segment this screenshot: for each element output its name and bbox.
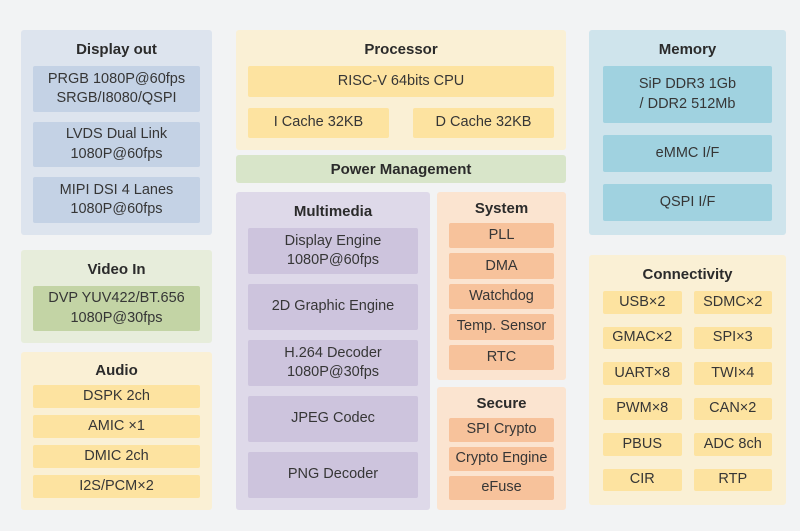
panel-secure: Secure SPI Crypto Crypto Engine eFuse xyxy=(437,387,566,510)
system-item-temp-sensor: Temp. Sensor xyxy=(449,314,554,340)
multimedia-item-jpeg: JPEG Codec xyxy=(248,396,418,442)
connectivity-item-twi: TWI×4 xyxy=(693,362,772,385)
connectivity-item-cir: CIR xyxy=(603,468,682,491)
connectivity-item-usb: USB×2 xyxy=(603,291,682,314)
display-out-title: Display out xyxy=(76,41,157,58)
secure-item-spi-crypto: SPI Crypto xyxy=(449,418,554,442)
connectivity-title: Connectivity xyxy=(642,266,733,283)
panel-system: System PLL DMA Watchdog Temp. Sensor RTC xyxy=(437,192,566,380)
processor-cache-row: I Cache 32KB D Cache 32KB xyxy=(248,107,554,138)
display-out-item-prgb: PRGB 1080P@60fps SRGB/I8080/QSPI xyxy=(33,66,200,112)
panel-multimedia: Multimedia Display Engine 1080P@60fps 2D… xyxy=(236,192,430,510)
multimedia-title: Multimedia xyxy=(293,203,373,220)
power-management-title: Power Management xyxy=(330,160,472,178)
processor-items: RISC-V 64bits CPU I Cache 32KB D Cache 3… xyxy=(248,66,554,138)
system-item-dma: DMA xyxy=(449,253,554,279)
panel-audio: Audio DSPK 2ch AMIC ×1 DMIC 2ch I2S/PCM×… xyxy=(21,352,212,510)
audio-item-dspk: DSPK 2ch xyxy=(33,385,200,408)
connectivity-item-sdmc: SDMC×2 xyxy=(693,291,772,314)
audio-title: Audio xyxy=(95,362,138,379)
panel-processor: Processor RISC-V 64bits CPU I Cache 32KB… xyxy=(236,30,566,150)
processor-title: Processor xyxy=(364,41,438,58)
processor-item-icache: I Cache 32KB xyxy=(248,107,389,138)
panel-connectivity: Connectivity USB×2 SDMC×2 GMAC×2 SPI×3 U… xyxy=(589,255,786,505)
audio-item-i2s: I2S/PCM×2 xyxy=(33,475,200,498)
system-item-watchdog: Watchdog xyxy=(449,283,554,310)
display-out-item-lvds: LVDS Dual Link 1080P@60fps xyxy=(33,121,200,168)
panel-memory: Memory SiP DDR3 1Gb / DDR2 512Mb eMMC I/… xyxy=(589,30,786,235)
panel-video-in: Video In DVP YUV422/BT.656 1080P@30fps xyxy=(21,250,212,343)
system-title: System xyxy=(474,200,529,217)
display-out-items: PRGB 1080P@60fps SRGB/I8080/QSPI LVDS Du… xyxy=(33,66,200,224)
audio-items: DSPK 2ch AMIC ×1 DMIC 2ch I2S/PCM×2 xyxy=(33,385,200,498)
memory-title: Memory xyxy=(658,41,717,58)
secure-items: SPI Crypto Crypto Engine eFuse xyxy=(449,418,554,500)
memory-item-emmc: eMMC I/F xyxy=(603,135,772,173)
connectivity-items: USB×2 SDMC×2 GMAC×2 SPI×3 UART×8 TWI×4 P… xyxy=(603,291,772,491)
connectivity-item-spi: SPI×3 xyxy=(693,326,772,349)
secure-title: Secure xyxy=(476,395,527,412)
connectivity-item-rtp: RTP xyxy=(693,468,772,491)
multimedia-items: Display Engine 1080P@60fps 2D Graphic En… xyxy=(248,228,418,498)
processor-item-cpu: RISC-V 64bits CPU xyxy=(248,66,554,97)
panel-power-management: Power Management xyxy=(236,155,566,183)
video-in-item-dvp: DVP YUV422/BT.656 1080P@30fps xyxy=(33,286,200,331)
processor-item-dcache: D Cache 32KB xyxy=(413,107,554,138)
connectivity-item-can: CAN×2 xyxy=(693,397,772,420)
video-in-title: Video In xyxy=(87,261,146,278)
connectivity-item-adc: ADC 8ch xyxy=(693,433,772,456)
video-in-items: DVP YUV422/BT.656 1080P@30fps xyxy=(33,286,200,331)
memory-item-ddr: SiP DDR3 1Gb / DDR2 512Mb xyxy=(603,66,772,124)
panel-display-out: Display out PRGB 1080P@60fps SRGB/I8080/… xyxy=(21,30,212,235)
multimedia-item-h264: H.264 Decoder 1080P@30fps xyxy=(248,340,418,386)
connectivity-item-uart: UART×8 xyxy=(603,362,682,385)
multimedia-item-display-engine: Display Engine 1080P@60fps xyxy=(248,228,418,274)
secure-item-efuse: eFuse xyxy=(449,476,554,500)
audio-item-amic: AMIC ×1 xyxy=(33,415,200,438)
connectivity-item-gmac: GMAC×2 xyxy=(603,326,682,349)
display-out-item-mipi: MIPI DSI 4 Lanes 1080P@60fps xyxy=(33,177,200,224)
system-items: PLL DMA Watchdog Temp. Sensor RTC xyxy=(449,223,554,371)
system-item-rtc: RTC xyxy=(449,344,554,371)
secure-item-crypto-engine: Crypto Engine xyxy=(449,447,554,471)
audio-item-dmic: DMIC 2ch xyxy=(33,445,200,468)
system-item-pll: PLL xyxy=(449,223,554,249)
multimedia-item-png: PNG Decoder xyxy=(248,452,418,498)
multimedia-item-2d-graphic: 2D Graphic Engine xyxy=(248,284,418,330)
memory-item-qspi: QSPI I/F xyxy=(603,184,772,222)
connectivity-item-pwm: PWM×8 xyxy=(603,397,682,420)
connectivity-item-pbus: PBUS xyxy=(603,433,682,456)
memory-items: SiP DDR3 1Gb / DDR2 512Mb eMMC I/F QSPI … xyxy=(603,66,772,222)
